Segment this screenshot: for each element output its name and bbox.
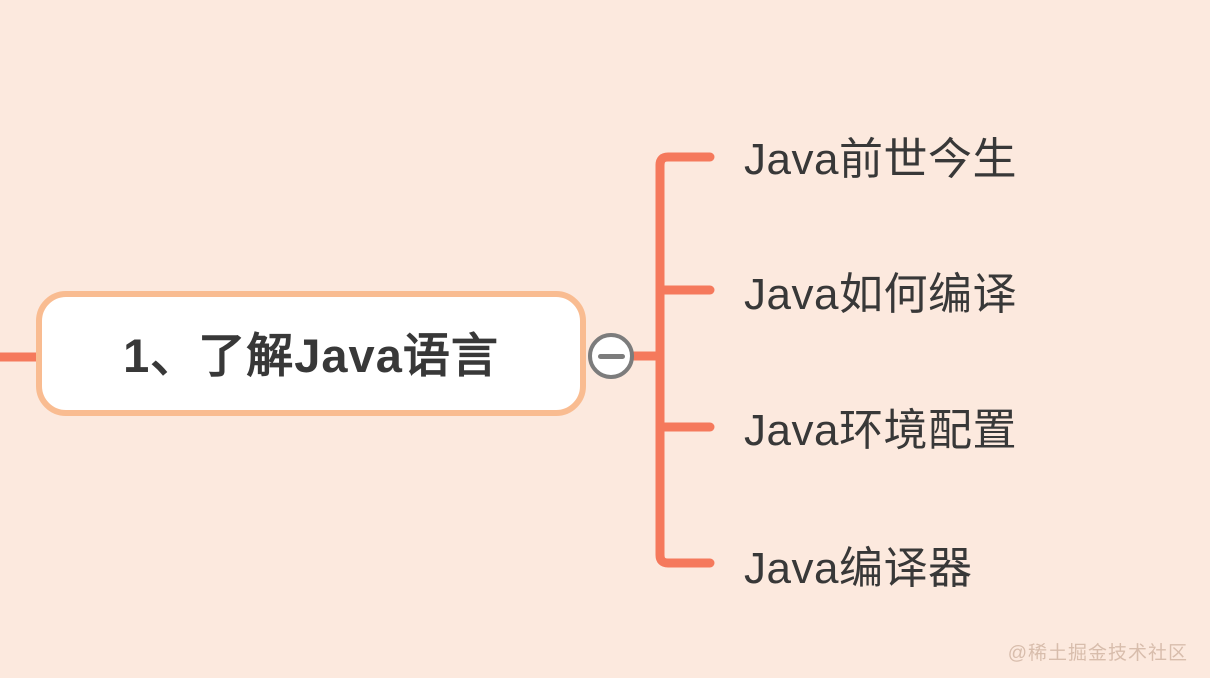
child-node-java-compiler[interactable]: Java编译器 bbox=[744, 532, 972, 596]
child-node-label: Java编译器 bbox=[744, 544, 973, 593]
branch-trunk-line bbox=[655, 152, 715, 568]
child-node-java-env[interactable]: Java环境配置 bbox=[744, 394, 1017, 458]
child-node-label: Java如何编译 bbox=[744, 270, 1017, 319]
child-node-label: Java前世今生 bbox=[744, 135, 1017, 184]
collapse-button[interactable] bbox=[588, 333, 634, 379]
root-node-label: 1、了解Java语言 bbox=[123, 329, 499, 382]
root-node[interactable]: 1、了解Java语言 bbox=[36, 291, 586, 416]
child-node-java-history[interactable]: Java前世今生 bbox=[744, 123, 1017, 187]
child-node-label: Java环境配置 bbox=[744, 406, 1017, 455]
watermark: @稀土掘金技术社区 bbox=[1007, 643, 1188, 664]
minus-icon bbox=[597, 353, 625, 359]
child-node-java-compile[interactable]: Java如何编译 bbox=[744, 258, 1017, 322]
